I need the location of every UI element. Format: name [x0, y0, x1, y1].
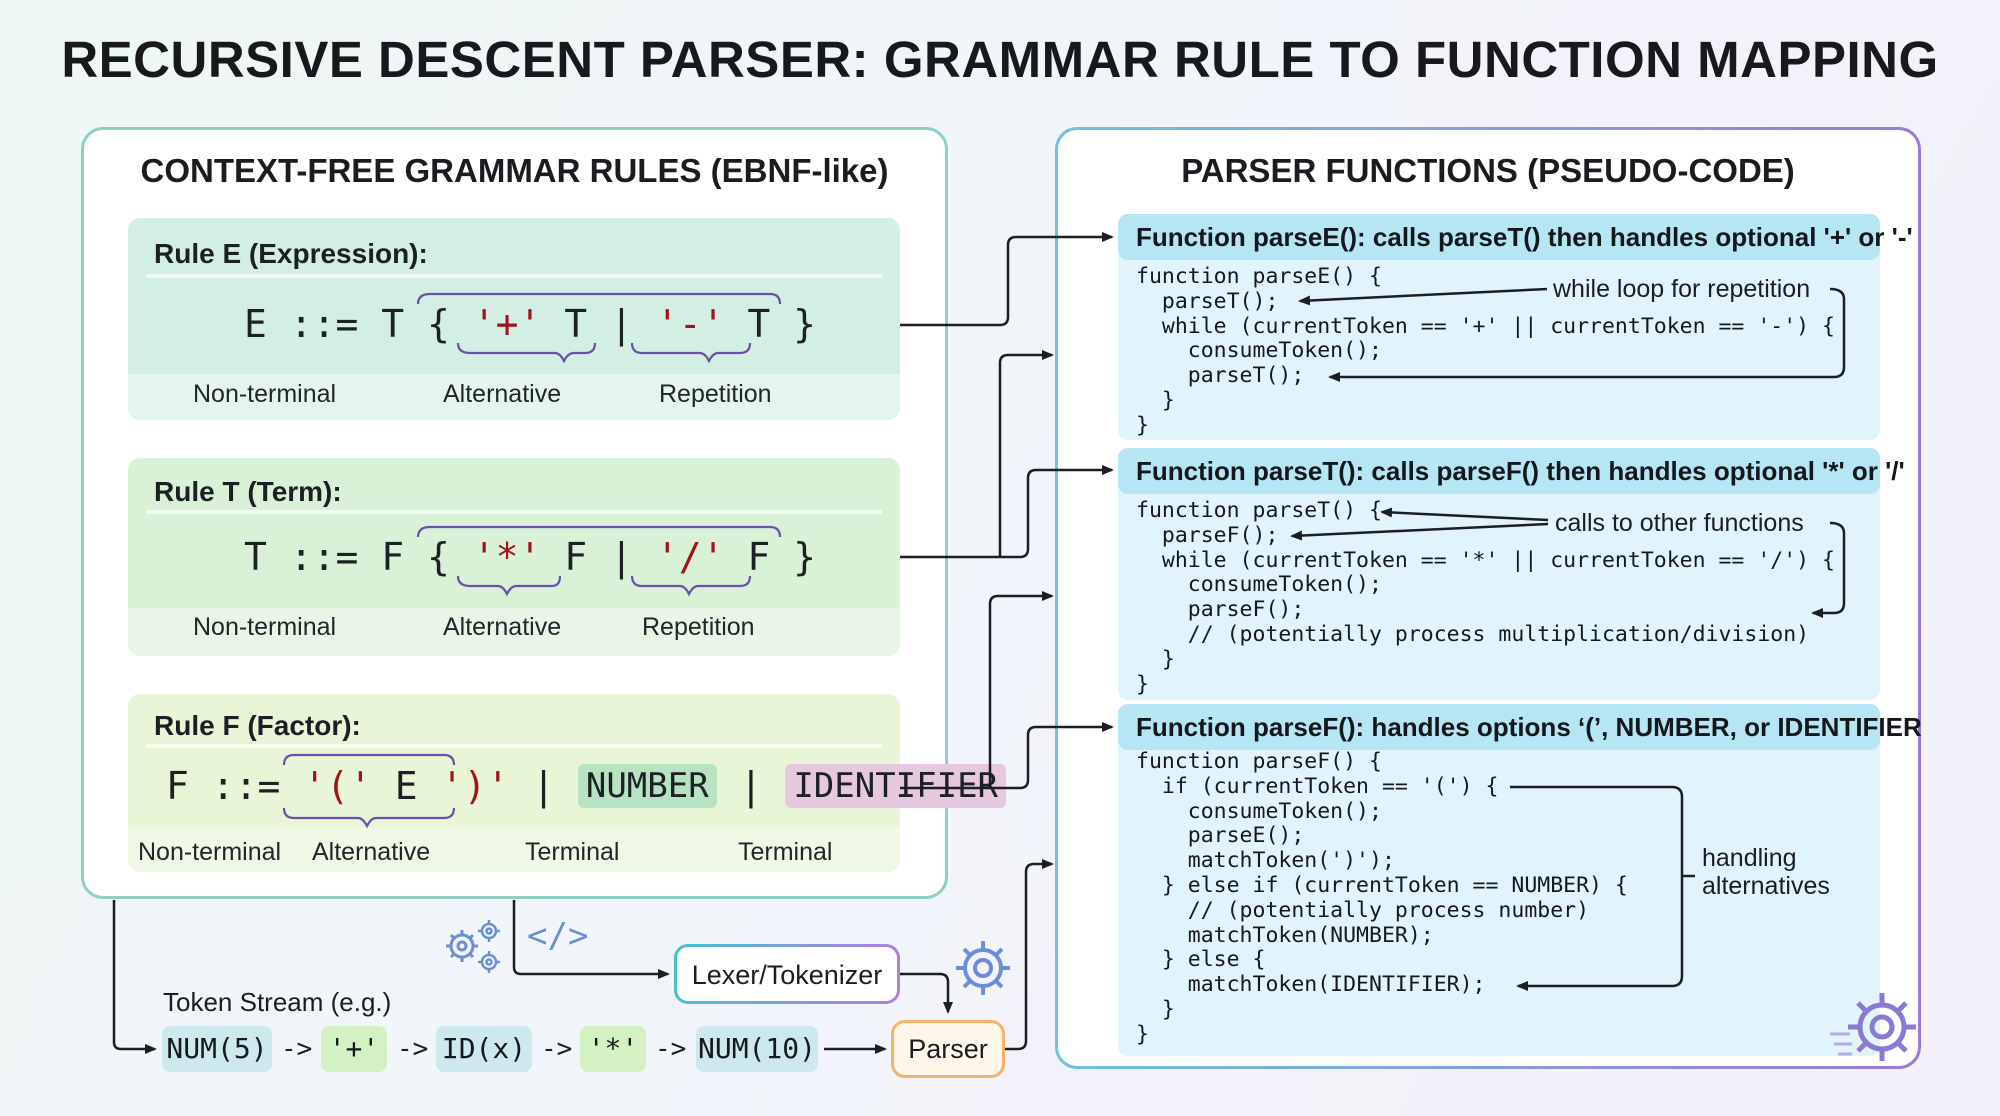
rule-f-heading: Rule F (Factor):: [154, 710, 361, 741]
token-arrow-2: ->: [397, 1034, 429, 1064]
annot-arrow-calls-2: [1290, 522, 1549, 541]
rule-t-box: Rule T (Term):: [128, 458, 900, 656]
rule-e-caption-repetition: Repetition: [659, 380, 772, 408]
rule-t-caption-alternative: Alternative: [443, 613, 562, 641]
token-chip-num-5: NUM(5): [162, 1026, 272, 1072]
annot-bracket-alternatives: [1510, 785, 1684, 991]
grammar-panel-title: CONTEXT-FREE GRAMMAR RULES (EBNF-like): [140, 152, 889, 189]
rule-t-expression: T ::= F { '*' F | '/' F }: [244, 535, 816, 579]
tiny-gear-icon-2: [478, 951, 500, 973]
token-stream-label: Token Stream (e.g.): [163, 987, 392, 1017]
rule-e-box: Rule E (Expression):: [128, 218, 900, 420]
rule-e-repetition-brace: [630, 342, 752, 364]
page-title: RECURSIVE DESCENT PARSER: GRAMMAR RULE T…: [61, 31, 1939, 88]
parse-f-annotation-line1: handling: [1702, 844, 1797, 872]
rule-t-caption-repetition: Repetition: [642, 613, 755, 641]
parse-e-box: Function parseE(): calls parseT() then h…: [1118, 214, 1913, 440]
grammar-brackets: [282, 292, 782, 829]
lexer-tokenizer-node: Lexer/Tokenizer: [674, 944, 900, 1004]
parser-gear-icon: [956, 941, 1010, 995]
parse-t-code: function parseT() { parseF(); while (cur…: [1136, 498, 1835, 697]
arrow-rule-f-to-parse-f: [900, 722, 1114, 790]
rule-t-caption-nonterminal: Non-terminal: [193, 613, 337, 641]
rule-e-alternative-brace: [456, 342, 597, 364]
token-chip-num-10: NUM(10): [696, 1026, 818, 1072]
token-arrow-4: ->: [655, 1034, 687, 1064]
rule-f-caption-terminal-1: Terminal: [525, 838, 620, 866]
annot-arrow-calls-3: [1811, 521, 1846, 618]
rule-f-expression: F ::= '(' E ')' | NUMBER | IDENTIFIER: [166, 764, 1007, 808]
rule-e-caption-alternative: Alternative: [443, 380, 562, 408]
terminal-identifier-chip: IDENTIFIER: [785, 764, 1007, 808]
rule-e-caption-nonterminal: Non-terminal: [193, 380, 337, 408]
rule-t-repetition-brace: [630, 575, 752, 597]
rule-t-heading: Rule T (Term):: [154, 476, 342, 507]
parse-e-annotation: while loop for repetition: [1553, 275, 1811, 303]
arrow-lexer-to-parser: [900, 972, 953, 1014]
arrow-to-lexer: [512, 900, 670, 979]
rule-e-expression: E ::= T { '+' T | '-' T }: [244, 302, 816, 346]
arrow-rule-e-to-parse-e: [900, 232, 1114, 327]
rule-f-caption-alternative: Alternative: [312, 838, 431, 866]
token-chip-id-x: ID(x): [436, 1026, 532, 1072]
parse-f-box: Function parseF(): handles options ‘(’, …: [1118, 704, 1922, 1056]
terminal-number-chip: NUMBER: [577, 764, 717, 808]
annot-arrow-calls-1: [1380, 507, 1549, 522]
arrow-to-token-stream: [112, 900, 157, 1054]
code-brackets-icon: </>: [527, 916, 589, 956]
rule-f-box: Rule F (Factor):: [128, 694, 900, 872]
parse-f-code: function parseF() { if (currentToken == …: [1136, 749, 1628, 1047]
rule-f-caption-nonterminal: Non-terminal: [138, 838, 282, 866]
token-chip-star: '*': [580, 1026, 646, 1072]
small-gear-icon: [446, 930, 478, 962]
parse-f-annotation-line2: alternatives: [1702, 872, 1830, 900]
parse-f-heading: Function parseF(): handles options ‘(’, …: [1118, 704, 1922, 750]
annot-arrow-loop: [1328, 287, 1846, 382]
token-arrow-1: ->: [281, 1034, 313, 1064]
arrow-rule-f-to-functions: [988, 591, 1054, 788]
parse-t-annotation: calls to other functions: [1555, 509, 1804, 537]
rule-f-caption-terminal-2: Terminal: [738, 838, 833, 866]
rule-f-alternative-brace: [282, 807, 456, 829]
arrow-parser-to-functions: [1005, 859, 1054, 1051]
speed-lines-icon: [1830, 1032, 1852, 1056]
parser-node: Parser: [891, 1020, 1005, 1078]
parse-e-code: function parseE() { parseT(); while (cur…: [1136, 264, 1835, 438]
tiny-gear-icon-1: [478, 920, 500, 942]
panel-gear-icon: [1848, 993, 1916, 1061]
rule-e-heading: Rule E (Expression):: [154, 238, 428, 269]
functions-panel-title: PARSER FUNCTIONS (PSEUDO-CODE): [1181, 152, 1795, 189]
gear-icons: [446, 920, 1916, 1061]
token-arrow-3: ->: [541, 1034, 573, 1064]
arrow-rule-t-to-parse-t: [900, 465, 1114, 559]
token-chip-plus: '+': [321, 1026, 387, 1072]
parse-t-heading: Function parseT(): calls parseF() then h…: [1118, 448, 1905, 494]
annot-arrow-parse-t-call: [1298, 287, 1548, 306]
parse-t-box: Function parseT(): calls parseF() then h…: [1118, 448, 1905, 700]
rule-t-alternative-brace: [456, 575, 562, 597]
arrow-rule-t-to-functions: [998, 350, 1054, 557]
parse-e-heading: Function parseE(): calls parseT() then h…: [1118, 214, 1913, 260]
